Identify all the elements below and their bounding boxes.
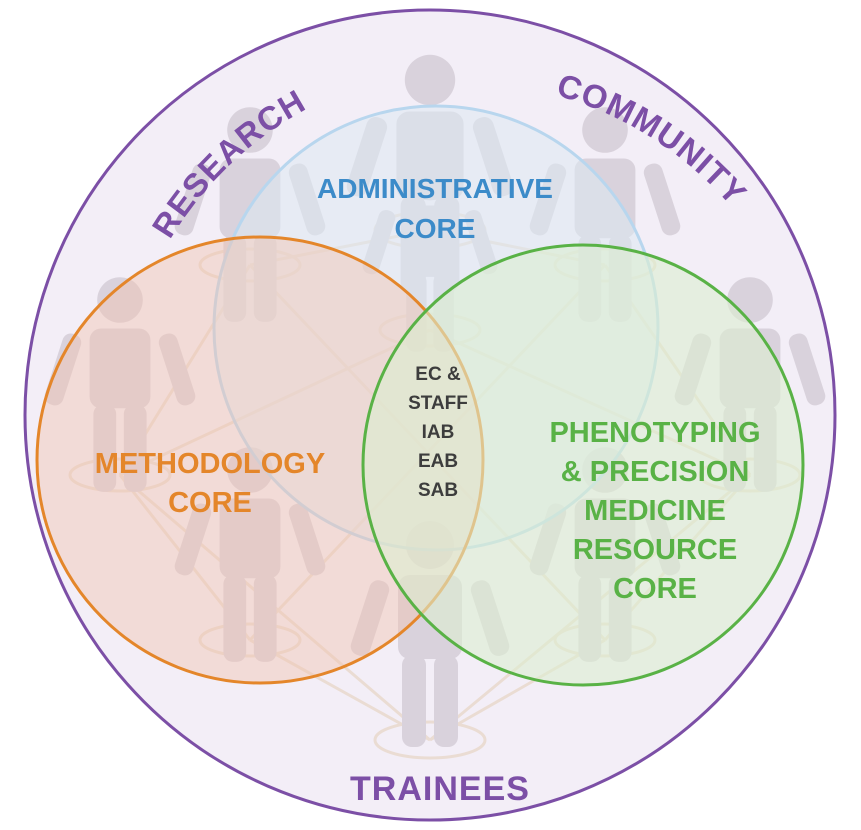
phenotyping-core-line-4: RESOURCE [573,534,737,566]
center-item-3: IAB [422,422,455,443]
methodology-core-label: METHODOLOGY CORE [95,448,325,519]
phenotyping-core-label: PHENOTYPING & PRECISION MEDICINE RESOURC… [549,417,760,605]
methodology-core-line-2: CORE [168,487,252,519]
phenotyping-core-line-5: CORE [613,573,697,605]
phenotyping-core-circle [361,243,805,687]
administrative-core-line-1: ADMINISTRATIVE [317,173,553,204]
center-item-4: EAB [418,451,458,472]
phenotyping-core-line-2: & PRECISION [561,456,750,488]
center-item-2: STAFF [408,393,468,414]
person-figure-icon [44,277,196,492]
center-overlap-label: EC & STAFF IAB EAB SAB [408,364,468,501]
administrative-core-line-2: CORE [395,213,476,244]
methodology-core-line-1: METHODOLOGY [95,448,325,480]
trainees-label: TRAINEES [350,770,530,808]
phenotyping-core-line-1: PHENOTYPING [549,417,760,449]
phenotyping-core-line-3: MEDICINE [584,495,726,527]
administrative-core-label: ADMINISTRATIVE CORE [317,173,553,244]
center-item-1: EC & [415,364,461,385]
center-item-5: SAB [418,480,458,501]
